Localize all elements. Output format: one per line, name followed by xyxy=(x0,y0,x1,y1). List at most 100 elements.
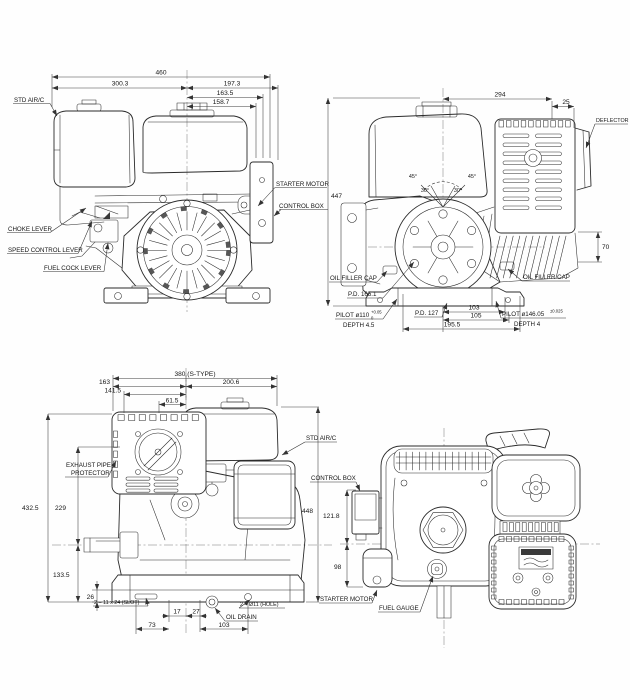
dim-133-5: 133.5 xyxy=(53,572,70,579)
recoil-slots xyxy=(147,211,227,290)
label-speed-control-lever: SPEED CONTROL LEVER xyxy=(8,247,83,254)
label-std-airc: STD AIR/C xyxy=(14,97,45,104)
muffler-top-slots xyxy=(498,120,571,128)
label-fuel-gauge: FUEL GAUGE xyxy=(379,605,419,612)
grille-slots xyxy=(399,451,486,471)
dim-61-5: 61.5 xyxy=(166,398,179,405)
warning-label xyxy=(518,546,554,570)
dimension-lines xyxy=(325,96,602,332)
mounting-base xyxy=(111,574,305,609)
dimension-lines xyxy=(45,375,321,634)
dim-73: 73 xyxy=(148,622,156,629)
mounting-base xyxy=(365,287,525,307)
muffler-edge-slots xyxy=(491,536,574,605)
dim-380: 380 (S-TYPE) xyxy=(174,371,215,378)
dim-17: 17 xyxy=(173,609,181,616)
oil-drain-plug xyxy=(205,595,219,609)
flywheel-fan-cover xyxy=(136,199,238,301)
fuel-tank xyxy=(368,101,488,198)
label-slot-note: 2 – 11 x 24 (SLOT) xyxy=(94,600,140,606)
dim-26: 26 xyxy=(87,594,95,601)
label-pd-165: P.D. 165.1 xyxy=(348,291,377,298)
label-pilot-right: PILOT ø146.05 xyxy=(502,311,545,318)
pto-shaft xyxy=(83,531,139,559)
dim-163-5: 163.5 xyxy=(217,90,234,97)
label-exhaust-pipe-1: EXHAUST PIPE xyxy=(66,462,111,469)
angle-45-left: 45° xyxy=(409,174,417,180)
dim-448: 448 xyxy=(302,508,313,515)
air-cleaner xyxy=(53,99,136,226)
fan-grille xyxy=(393,448,494,474)
deflector-plate xyxy=(574,127,592,191)
air-cleaner xyxy=(491,454,581,522)
dim-103: 103 xyxy=(218,622,229,629)
label-pilot-left-depth: DEPTH 4.5 xyxy=(343,322,375,329)
label-starter-motor: STARTER MOTOR xyxy=(320,596,373,603)
side-mount-plate xyxy=(340,202,381,287)
label-control-box: CONTROL BOX xyxy=(279,203,324,210)
fuel-gauge xyxy=(427,559,447,579)
band-slots xyxy=(502,522,559,532)
view-exhaust-side: 380 (S-TYPE) 163 200.6 141.5 61.5 432.5 … xyxy=(22,368,337,634)
dimension-lines xyxy=(51,74,279,160)
label-pilot-right-depth: DEPTH 4 xyxy=(514,321,541,328)
label-choke-lever: CHOKE LEVER xyxy=(8,226,53,233)
dim-98: 98 xyxy=(334,564,342,571)
dim-70: 70 xyxy=(602,244,610,251)
protector-top-slots xyxy=(117,414,199,421)
pto-shaft-stub xyxy=(436,585,452,619)
view-pto-side: 45° 30° 45° 30° 294 25 447 70 103 105 19… xyxy=(325,88,629,332)
oil-filler-cap-left-part xyxy=(382,265,398,275)
view-front: 460 300.3 197.3 163.5 158.7 STD AIR/C CH… xyxy=(7,70,329,312)
dim-163: 163 xyxy=(99,379,110,386)
dim-25: 25 xyxy=(562,99,570,106)
label-pilot-left-tol-lower: 0 xyxy=(371,316,374,321)
label-control-box: CONTROL BOX xyxy=(311,475,356,482)
oil-filler-cap-right-part xyxy=(499,261,515,271)
dim-141-5: 141.5 xyxy=(104,388,121,395)
dim-432-5: 432.5 xyxy=(22,505,39,512)
crankshaft-end xyxy=(437,241,449,253)
label-fuel-cock-lever: FUEL COCK LEVER xyxy=(44,265,102,272)
label-oil-filler-cap-right: OIL FILLER CAP xyxy=(523,274,570,281)
label-pilot-right-tol: ±0.025 xyxy=(550,309,563,314)
heat-shield-band xyxy=(499,520,561,535)
muffler xyxy=(494,118,576,234)
fin-hatching xyxy=(489,235,567,279)
muffler-top xyxy=(488,533,577,610)
control-box xyxy=(351,490,383,541)
angle-45-right: 45° xyxy=(468,174,476,180)
angle-30-left: 30° xyxy=(421,188,429,194)
dim-460: 460 xyxy=(155,70,166,77)
dim-121-8: 121.8 xyxy=(323,513,340,520)
label-std-airc: STD AIR/C xyxy=(306,435,337,442)
dim-300-3: 300.3 xyxy=(112,81,129,88)
fuel-filler-cap xyxy=(419,506,467,554)
rim-vents xyxy=(143,206,231,294)
label-pd-127: P.D. 127 xyxy=(415,310,439,317)
protector-louvers xyxy=(125,476,179,493)
label-pilot-left-tol-upper: +0.05 xyxy=(371,310,382,315)
label-oil-filler-cap-left: OIL FILLER CAP xyxy=(330,275,377,282)
dim-200-6: 200.6 xyxy=(223,379,240,386)
dim-105: 105 xyxy=(470,313,481,320)
leader-lines xyxy=(329,123,628,320)
leader-lines xyxy=(310,481,434,613)
dim-447: 447 xyxy=(331,193,342,200)
label-pilot-left: PILOT ø110 xyxy=(336,312,370,319)
muffler-protector xyxy=(111,411,207,495)
view-top: 121.8 98 CONTROL BOX STARTER MOTOR FUEL … xyxy=(310,428,600,648)
label-hole-note: 2 – Ø11 (HOLE) xyxy=(240,602,279,608)
dim-294: 294 xyxy=(494,92,505,99)
carburetor-cluster xyxy=(69,205,129,269)
leader-lines xyxy=(7,103,328,272)
dim-103: 103 xyxy=(468,305,479,312)
dim-197-3: 197.3 xyxy=(224,81,241,88)
fuel-tank xyxy=(142,102,248,174)
air-cleaner xyxy=(233,460,296,530)
dim-195-5: 195.5 xyxy=(444,322,461,329)
label-oil-drain: OIL DRAIN xyxy=(226,614,257,621)
label-exhaust-pipe-2: PROTECTOR xyxy=(71,470,110,477)
